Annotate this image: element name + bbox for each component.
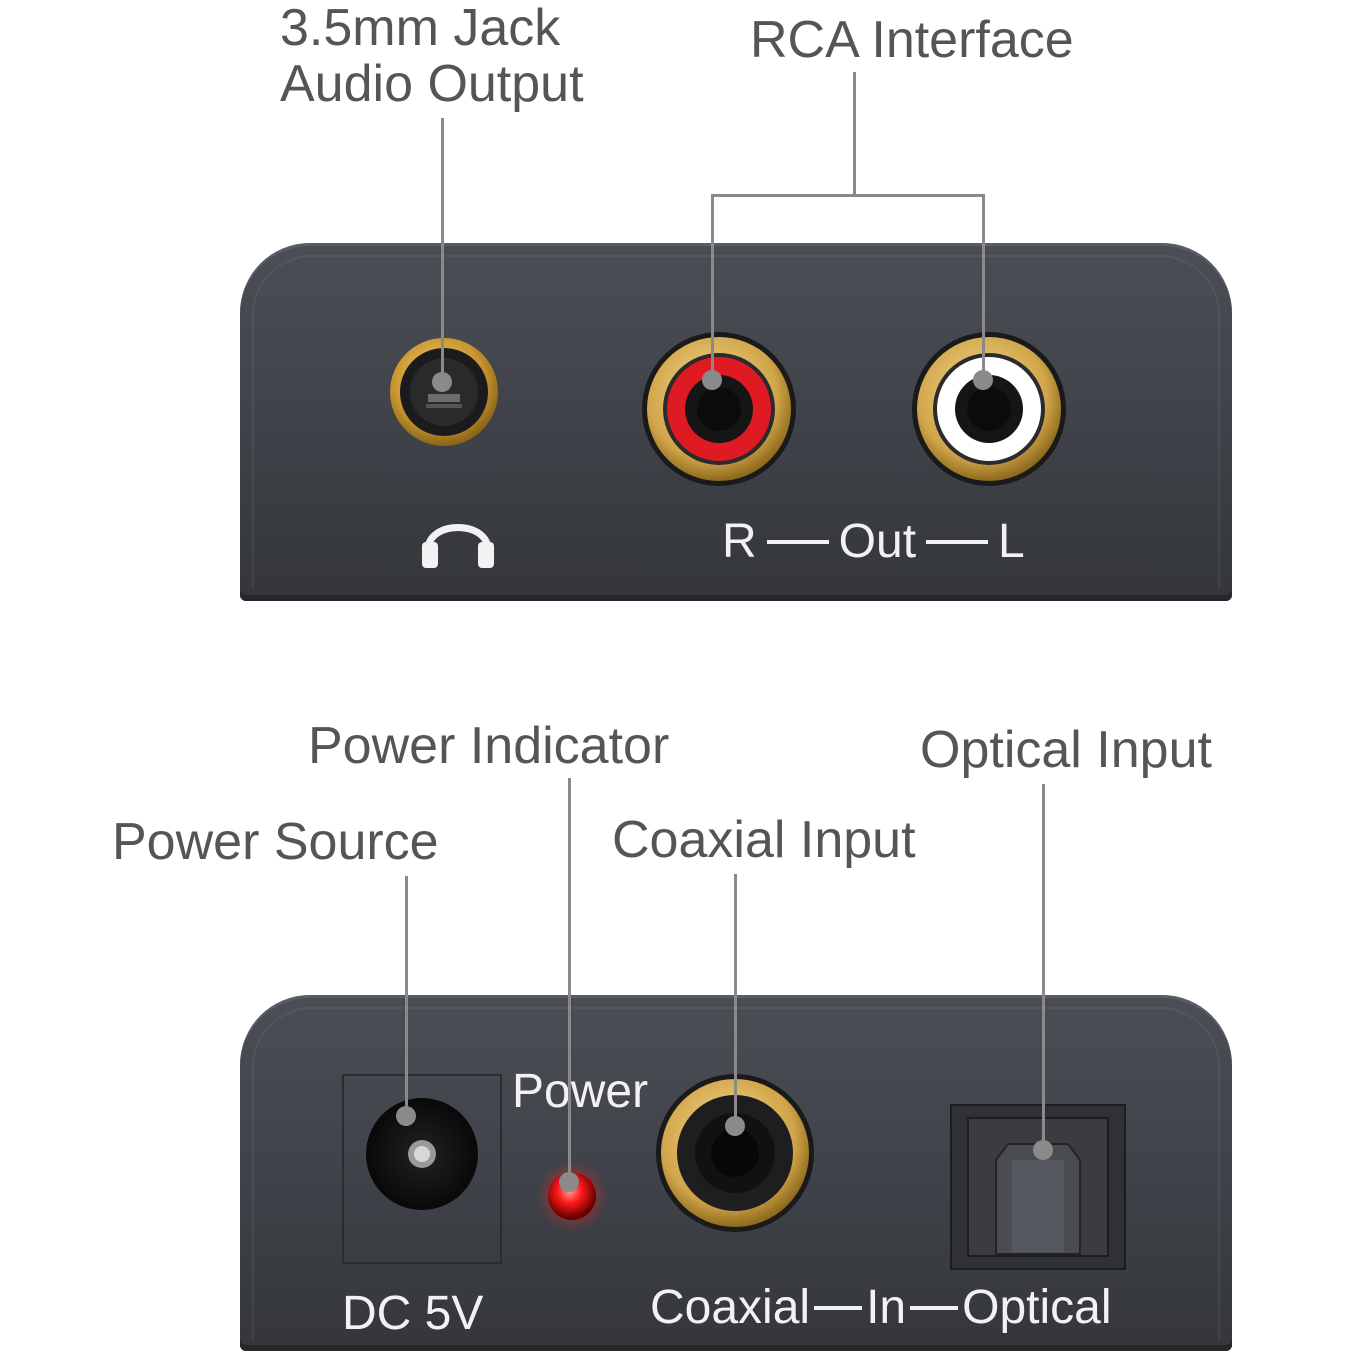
rca-leader-bar xyxy=(711,194,985,197)
in-label: In xyxy=(866,1281,907,1334)
r-label: R xyxy=(722,515,757,568)
out-label: Out xyxy=(838,515,917,568)
jack-callout-line1: 3.5mm Jack xyxy=(280,0,561,57)
output-panel-bevel xyxy=(252,255,1220,587)
coaxial-input-callout: Coaxial Input xyxy=(612,811,916,869)
rca-channel-label: R Out L xyxy=(722,516,1025,568)
dc-jack-housing xyxy=(342,1074,502,1264)
optical-input-leader xyxy=(1042,784,1045,1150)
dc-5v-label: DC 5V xyxy=(342,1287,484,1340)
rca-right-port[interactable] xyxy=(640,330,798,488)
power-source-leader-dot xyxy=(396,1106,416,1126)
rca-leader-stem xyxy=(853,72,856,196)
coaxial-input-port[interactable] xyxy=(654,1072,816,1234)
power-indicator-callout: Power Indicator xyxy=(308,717,670,775)
coaxial-input-leader-dot xyxy=(725,1116,745,1136)
optical-input-callout: Optical Input xyxy=(920,721,1212,779)
coaxial-input-leader xyxy=(734,874,737,1128)
power-source-leader xyxy=(405,876,408,1120)
coaxial-label: Coaxial xyxy=(650,1281,811,1334)
optical-input-port[interactable] xyxy=(950,1104,1126,1270)
optical-label: Optical xyxy=(962,1281,1112,1334)
input-type-label: Coaxial In Optical xyxy=(650,1282,1112,1334)
label-dash xyxy=(766,540,829,544)
jack-leader-dot xyxy=(432,372,452,392)
jack-callout-label: 3.5mm Jack Audio Output xyxy=(280,0,584,112)
power-led xyxy=(536,1160,608,1232)
rca-leader-dot-right xyxy=(702,370,722,390)
power-source-callout: Power Source xyxy=(112,813,439,871)
power-indicator-leader-dot xyxy=(559,1172,579,1192)
rca-callout-label: RCA Interface xyxy=(750,11,1074,69)
label-dash xyxy=(814,1306,863,1310)
rca-leader-right-drop xyxy=(982,194,985,378)
label-dash xyxy=(910,1306,959,1310)
rca-left-port[interactable] xyxy=(910,330,1068,488)
power-indicator-leader xyxy=(568,778,571,1190)
l-label: L xyxy=(998,515,1025,568)
power-led-label: Power xyxy=(512,1065,649,1118)
rca-leader-dot-left xyxy=(973,370,993,390)
headphone-jack-port[interactable] xyxy=(388,336,500,448)
label-dash xyxy=(926,540,989,544)
jack-leader-line xyxy=(441,118,444,380)
headphone-icon xyxy=(422,524,494,568)
rca-leader-left-drop xyxy=(711,194,714,378)
optical-input-leader-dot xyxy=(1033,1140,1053,1160)
dc-power-port[interactable] xyxy=(364,1096,480,1212)
jack-callout-line2: Audio Output xyxy=(280,55,584,113)
